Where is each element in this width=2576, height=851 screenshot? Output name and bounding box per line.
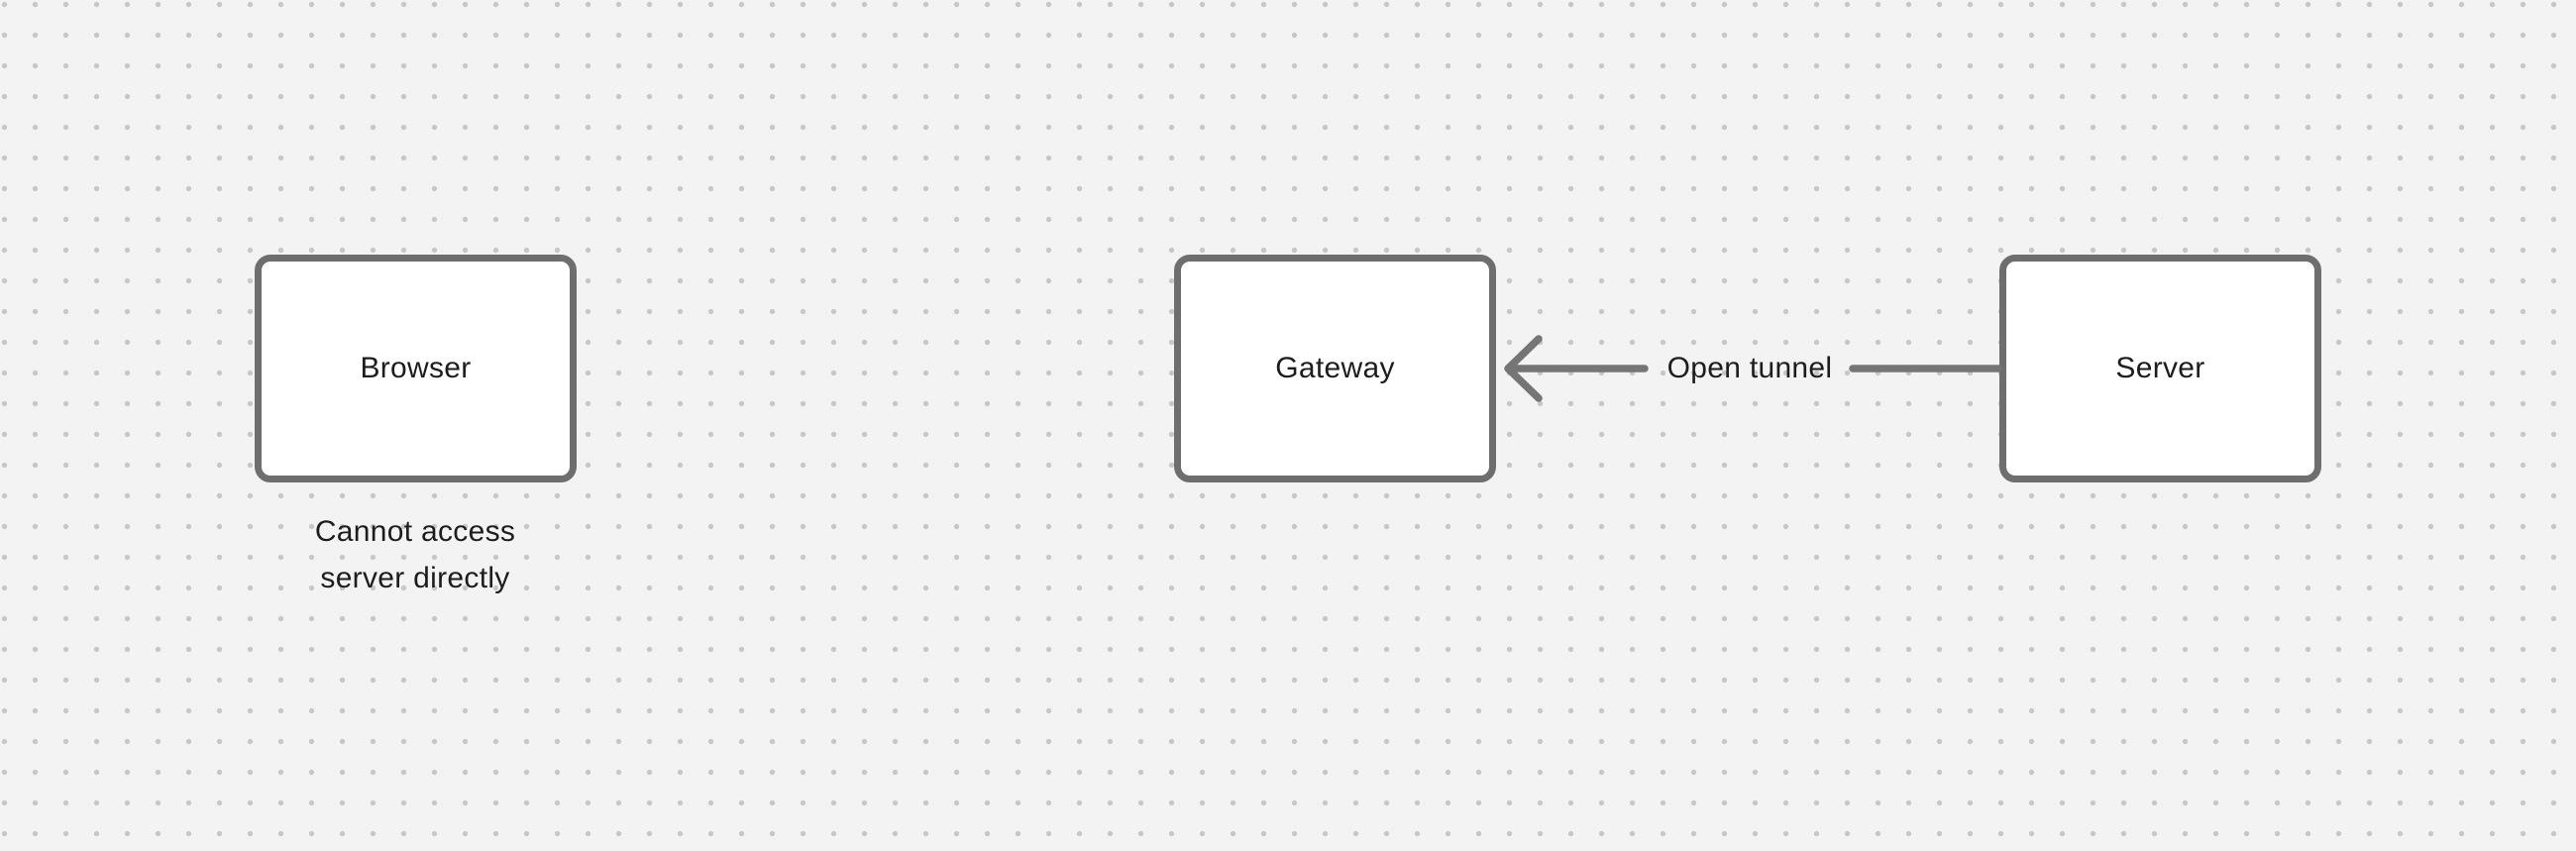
arrow-label[interactable]: Open tunnel bbox=[1666, 352, 1833, 384]
caption-browser-note[interactable]: Cannot access server directly bbox=[314, 515, 516, 594]
node-server[interactable]: Server bbox=[1999, 255, 2321, 482]
node-gateway[interactable]: Gateway bbox=[1174, 255, 1496, 482]
node-gateway-label: Gateway bbox=[1275, 352, 1395, 384]
node-browser[interactable]: Browser bbox=[255, 255, 577, 482]
node-browser-label: Browser bbox=[360, 352, 472, 384]
arrow-server-to-gateway[interactable] bbox=[1486, 317, 2011, 421]
arrowhead-icon bbox=[1504, 335, 1543, 402]
node-server-label: Server bbox=[2115, 352, 2205, 384]
